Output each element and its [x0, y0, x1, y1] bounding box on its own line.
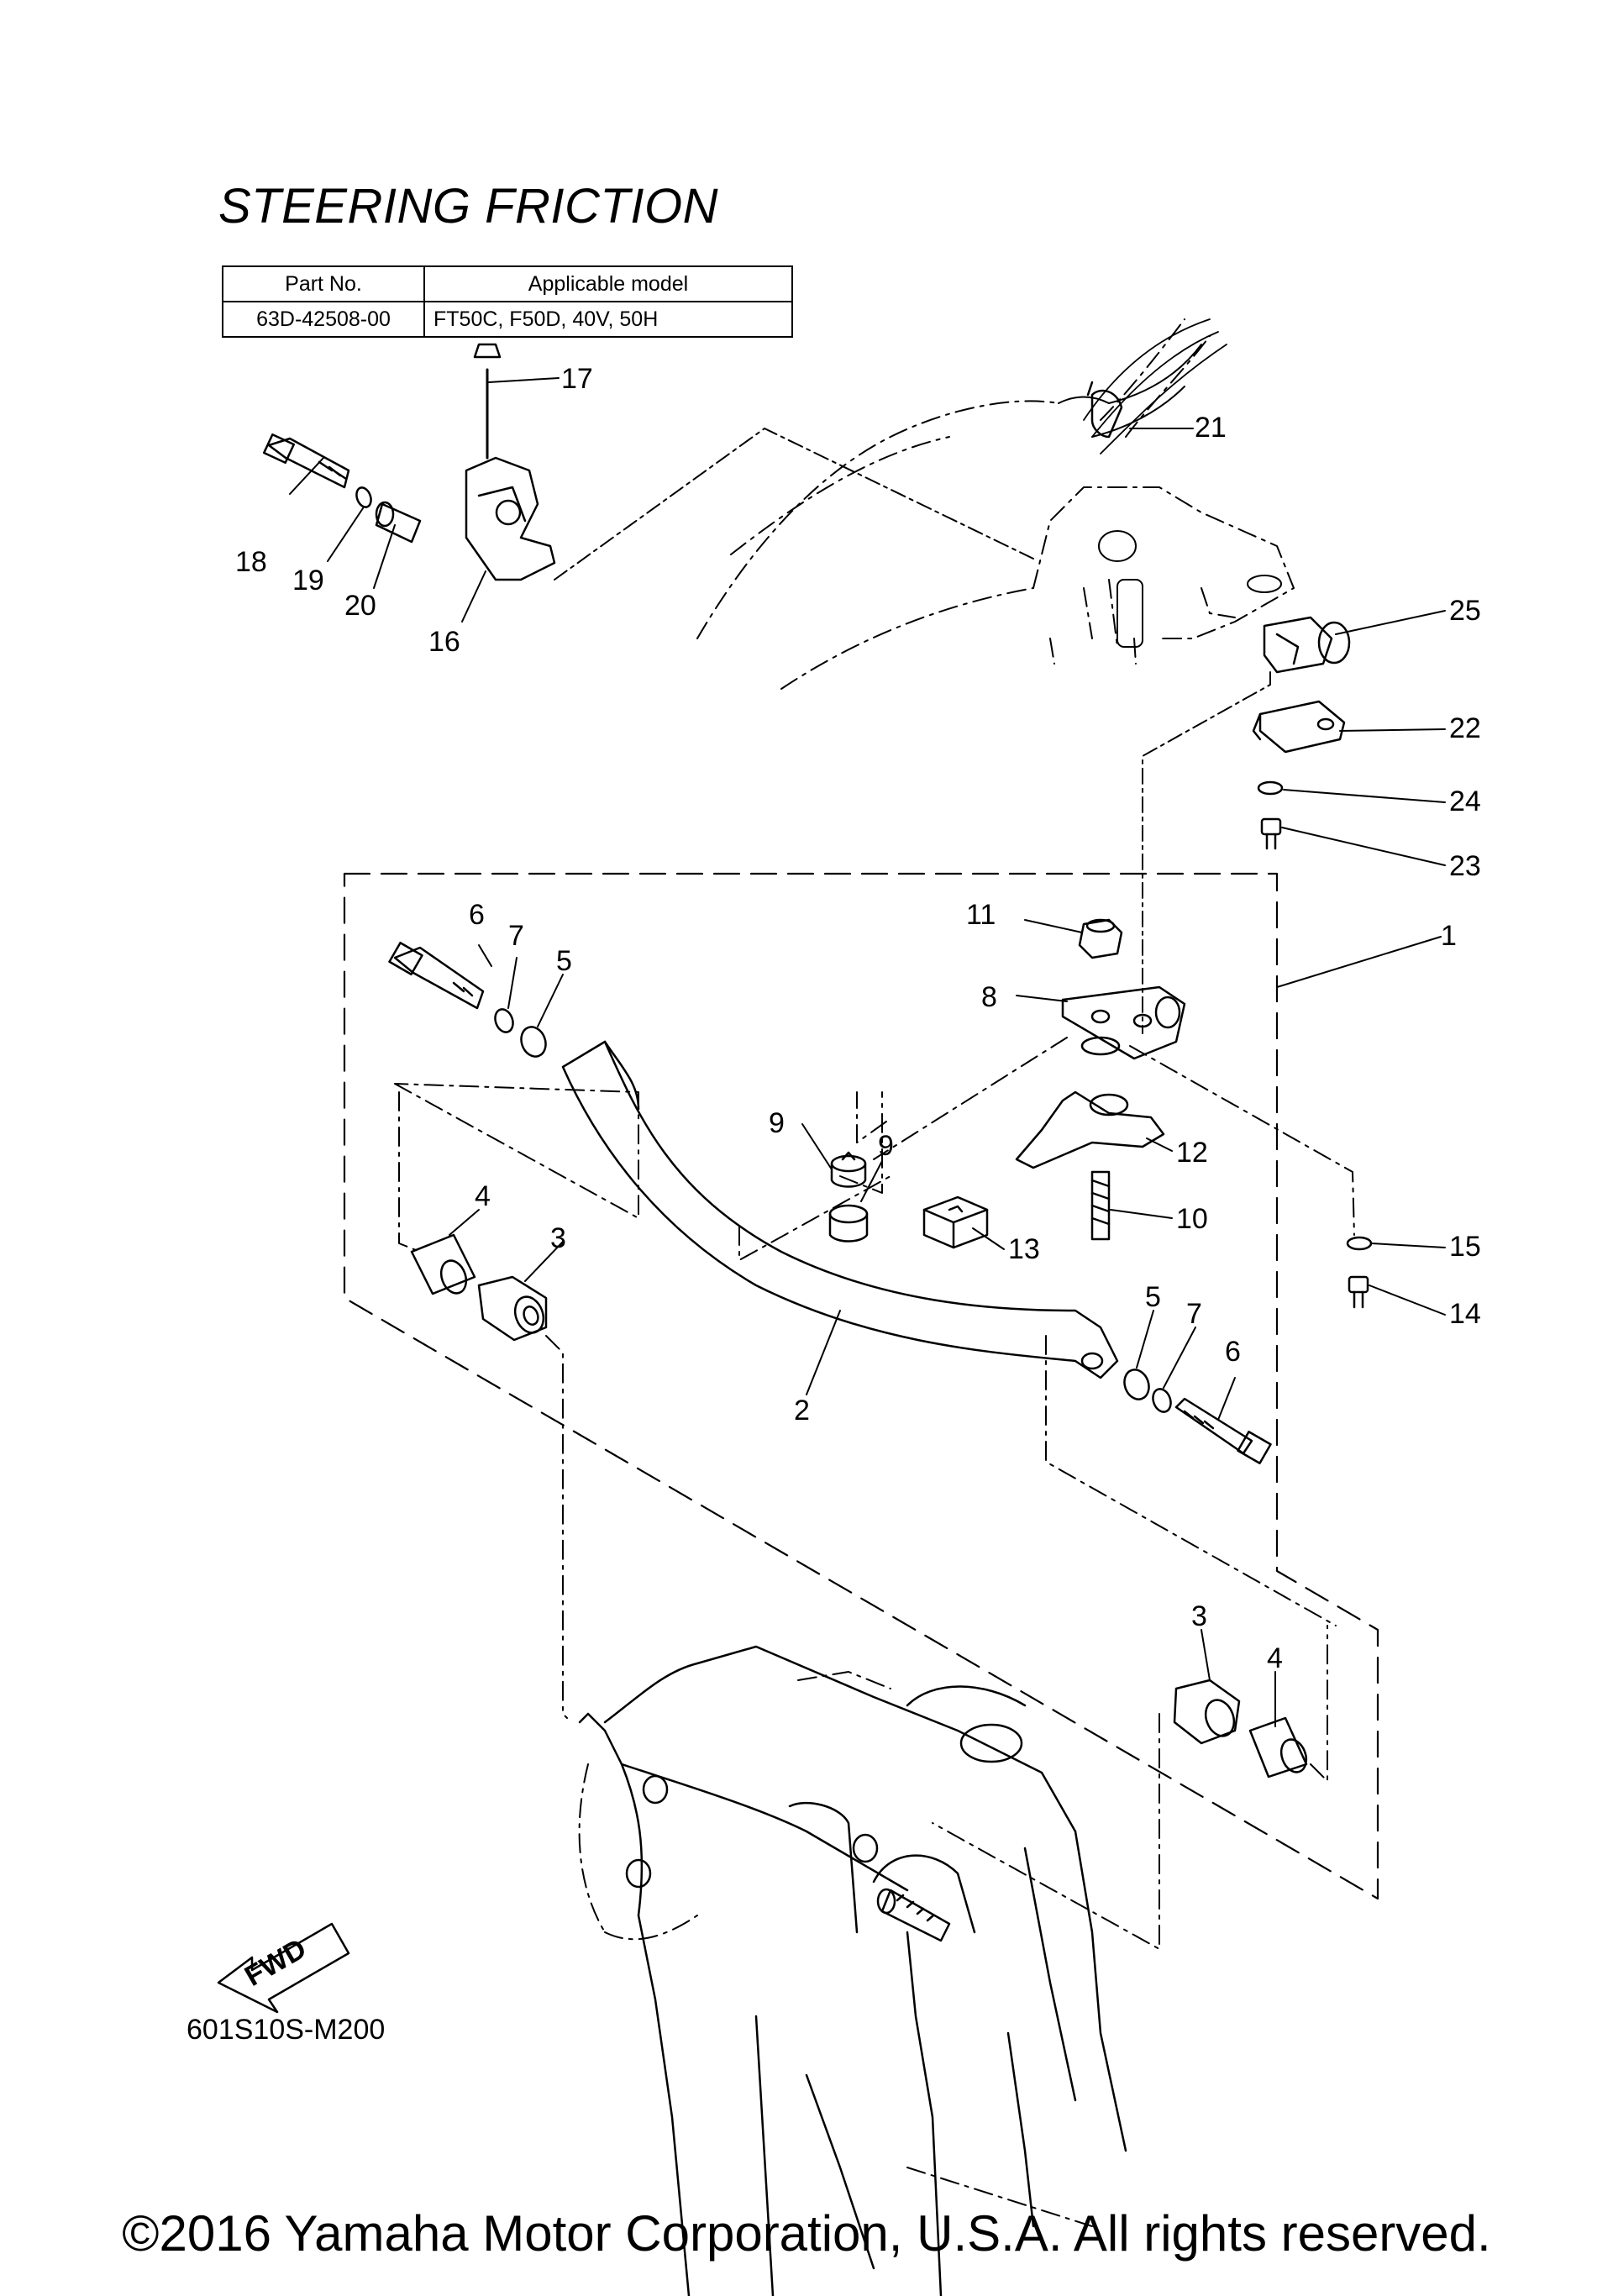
callout-13: 13: [1008, 1233, 1040, 1265]
callout-3: 3: [1191, 1600, 1207, 1632]
cable-loom-sketch: [1083, 318, 1227, 454]
callout-5: 5: [1145, 1281, 1161, 1313]
part-10-stud: [1090, 1170, 1111, 1241]
steering-handle-sketch: [1058, 344, 1282, 648]
part-12-lever: [1015, 1090, 1165, 1169]
part-22-plate: [1252, 700, 1346, 754]
callout-7: 7: [1186, 1298, 1202, 1330]
part-9-cap-upper: [830, 1151, 867, 1188]
part-6-bolt-lower: [1174, 1397, 1272, 1465]
part-11-nut: [1078, 918, 1123, 959]
part-6-bolt-upper: [388, 941, 485, 1010]
table-row: 63D-42508-00 FT50C, F50D, 40V, 50H: [222, 301, 793, 338]
callout-7: 7: [508, 920, 524, 952]
callout-9: 9: [769, 1107, 785, 1139]
applicable-model-cell: FT50C, F50D, 40V, 50H: [423, 301, 793, 338]
callout-17: 17: [561, 363, 593, 395]
callout-4: 4: [475, 1180, 491, 1212]
table-header-row: Part No. Applicable model: [222, 265, 793, 302]
callout-8: 8: [981, 981, 997, 1013]
part-4-collar-lower: [1248, 1716, 1308, 1778]
part-8-plate: [1061, 985, 1186, 1060]
part-4-collar-upper: [410, 1233, 476, 1295]
callout-2: 2: [794, 1395, 810, 1426]
column-header-applicable-model: Applicable model: [423, 265, 793, 302]
callout-25: 25: [1449, 595, 1481, 627]
swivel-bracket-sketch: [578, 1645, 1127, 2296]
part-20-collar: [375, 501, 422, 544]
part-7-washer-upper: [494, 1008, 514, 1033]
callout-11: 11: [966, 899, 996, 931]
part-16-bracket: [465, 343, 556, 581]
callout-19: 19: [292, 565, 324, 596]
callout-9: 9: [878, 1130, 894, 1162]
drawing-code: 601S10S-M200: [187, 2014, 386, 2046]
part-21-clamp: [1086, 381, 1123, 439]
threaded-stud-lower: [876, 1888, 951, 1942]
fwd-label: FWD: [239, 1932, 312, 1993]
callout-16: 16: [428, 626, 460, 658]
part-24-washer: [1257, 780, 1284, 796]
part-5-washer-lower: [1123, 1369, 1150, 1400]
callout-18: 18: [235, 546, 267, 578]
callout-21: 21: [1195, 412, 1227, 444]
part-23-screw: [1260, 817, 1282, 850]
callout-12: 12: [1176, 1137, 1208, 1169]
callout-6: 6: [469, 899, 485, 931]
kit-boundary: [343, 872, 1379, 1900]
fwd-arrow-icon: [217, 1922, 350, 2014]
callout-15: 15: [1449, 1231, 1481, 1263]
callout-20: 20: [344, 590, 376, 622]
callout-3: 3: [550, 1222, 566, 1254]
part-14-screw: [1348, 1275, 1369, 1309]
part-9-cap-lower: [828, 1204, 869, 1243]
callout-5: 5: [556, 945, 572, 977]
part-15-washer: [1346, 1236, 1373, 1251]
applicability-table: Part No. Applicable model 63D-42508-00 F…: [222, 265, 793, 338]
callout-4: 4: [1267, 1642, 1283, 1674]
part-19-washer: [355, 486, 372, 508]
column-header-part-no: Part No.: [222, 265, 425, 302]
part-number-cell: 63D-42508-00: [222, 301, 425, 338]
part-5-washer-upper: [520, 1026, 547, 1058]
callout-22: 22: [1449, 712, 1481, 744]
part-18-bolt: [262, 433, 350, 489]
callout-23: 23: [1449, 850, 1481, 882]
copyright-notice: ©2016 Yamaha Motor Corporation, U.S.A. A…: [122, 2205, 1491, 2262]
part-25-sensor: [1263, 616, 1351, 674]
part-3-nut-lower: [1173, 1679, 1241, 1745]
part-3-nut-upper: [477, 1275, 548, 1342]
callout-1: 1: [1441, 920, 1457, 952]
callout-10: 10: [1176, 1203, 1208, 1235]
diagram-title: STEERING FRICTION: [218, 179, 718, 234]
upper-mount-housing-outline: [696, 318, 1295, 690]
part-13-block: [922, 1195, 989, 1249]
callout-numbers: 1 2 3 3 4 4 5 5 6 6 7 7 8 9 9 10 11 12 1…: [235, 363, 1481, 1674]
part-2-friction-arm: [561, 1040, 1119, 1379]
callout-6: 6: [1225, 1336, 1241, 1368]
part-7-washer-lower: [1152, 1388, 1172, 1413]
callout-24: 24: [1449, 785, 1481, 817]
callout-14: 14: [1449, 1298, 1481, 1330]
